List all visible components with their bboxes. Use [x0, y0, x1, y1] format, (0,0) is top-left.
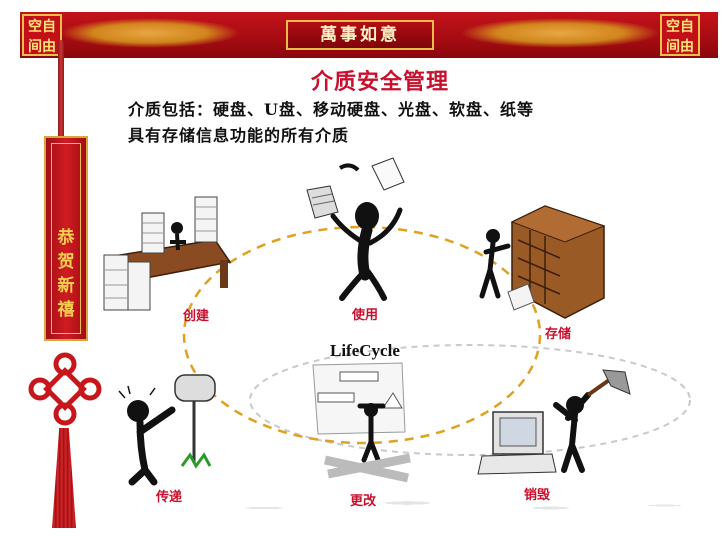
chinese-knot-icon [28, 352, 102, 426]
corner-seal-left-line2: 间由 [28, 39, 56, 55]
header-banner [20, 12, 718, 58]
dragon-decoration-left [60, 18, 240, 48]
corner-seal-left: 空自 间由 [22, 14, 62, 56]
tassel-char-3: 新 [57, 276, 75, 296]
destroy-computer-icon [477, 369, 631, 475]
stage-create-label: 创建 [183, 309, 210, 324]
stage-use-label: 使用 [352, 308, 379, 323]
tassel-plate: 恭 贺 新 禧 [44, 136, 88, 341]
dragon-decoration-right [460, 18, 660, 48]
store-shelf-icon [479, 205, 606, 319]
tassel-cord [58, 40, 64, 150]
corner-seal-left-line1: 空自 [28, 19, 56, 35]
use-figure-icon [306, 157, 405, 301]
description-line-1: 介质包括：硬盘、U盘、移动硬盘、光盘、软盘、纸等 [128, 100, 534, 119]
description-line-2: 具有存储信息功能的所有介质 [128, 126, 350, 145]
slide-description: 介质包括：硬盘、U盘、移动硬盘、光盘、软盘、纸等 具有存储信息功能的所有介质 [128, 97, 678, 149]
stage-destroy-label: 销毁 [524, 488, 551, 503]
create-desk-icon [103, 196, 232, 311]
tassel-char-4: 禧 [57, 300, 75, 320]
stage-transfer-label: 传递 [156, 490, 183, 505]
lifecycle-cycle-line [182, 225, 542, 445]
corner-seal-right-line2: 间由 [666, 39, 694, 55]
corner-seal-right: 空自 间由 [660, 14, 700, 56]
tassel-char-1: 恭 [57, 228, 75, 248]
lifecycle-label: LifeCycle [330, 341, 400, 360]
slide-title: 介质安全管理 [310, 69, 449, 95]
transfer-mailbox-icon [118, 374, 216, 486]
corner-seal-right-line1: 空自 [666, 19, 694, 35]
background-ellipse [249, 344, 691, 456]
tassel-blessing-text: 恭 贺 新 禧 [46, 226, 86, 322]
footer-cloud-decoration [150, 478, 722, 528]
tassel-char-2: 贺 [57, 252, 75, 272]
modify-diagram-icon [312, 362, 411, 483]
stage-store-label: 存储 [545, 327, 572, 342]
stage-modify-label: 更改 [350, 494, 377, 509]
header-plaque: 萬事如意 [286, 20, 434, 50]
